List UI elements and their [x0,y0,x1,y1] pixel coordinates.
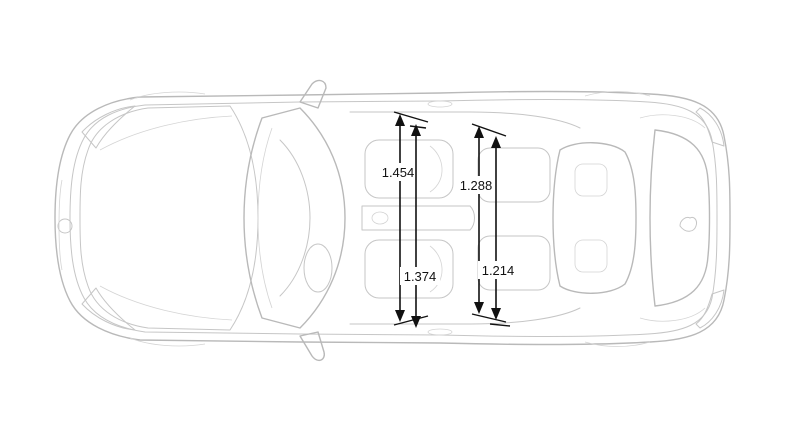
hood-crease-bottom [99,285,233,321]
dimension-label-front-hip: 1.374 [404,269,437,284]
rear-wheel-arch-top [584,91,651,97]
rear-wheel-arch-bottom [584,341,651,347]
arrow-top [395,114,405,126]
dimension-rear-hip: 1.214 [478,136,518,327]
rear-headrest-top [574,163,608,197]
windshield [243,107,346,329]
body-outline [54,90,731,346]
extension-bottom [393,315,429,326]
rear-seat-top [477,147,551,203]
headlight-top [81,105,136,149]
door-handle-top [427,100,453,108]
extension-top [409,125,427,129]
dimension-rear-shoulder: 1.288 [456,123,507,323]
extension-bottom [489,323,511,327]
label-bg [456,176,496,194]
door-handle-bottom [427,328,453,336]
rear-emblem [679,217,697,232]
dimension-lines: 1.454 1.374 1.288 1.21 [378,111,518,328]
front-emblem [57,218,73,234]
front-seat-bottom [364,239,454,299]
hood-crease-top [99,115,233,151]
front-seat-bottom-back [429,245,443,293]
front-wheel-arch-bottom [129,337,206,347]
door-line-top [349,111,581,129]
trunk-lid [649,129,711,307]
car-body [54,79,731,362]
cupholder-1 [371,211,389,225]
arrow-bottom [491,308,501,320]
extension-top [471,123,507,137]
extension-bottom [471,313,507,323]
trunk-crease-bottom [639,307,706,322]
front-seat-top [364,139,454,199]
dimension-front-shoulder: 1.454 [378,111,429,326]
arrow-top [491,136,501,148]
mirror-top [299,79,327,109]
arrow-top [474,126,484,138]
door-line-bottom [349,307,581,325]
rear-cabin [552,142,637,294]
label-bg [400,267,440,285]
headlight-bottom [81,287,136,331]
body-inner-line [69,99,718,337]
arrow-bottom [395,310,405,322]
front-wheel-arch-top [129,91,206,101]
taillight-bottom [695,289,725,329]
dimension-label-front-shoulder: 1.454 [382,165,415,180]
trunk-crease [639,114,706,129]
dimension-front-hip: 1.374 [400,124,440,328]
dimension-label-rear-hip: 1.214 [482,263,515,278]
taillight-top [695,107,725,147]
front-grille [58,179,63,271]
arrow-top [411,124,421,136]
arrow-bottom [411,316,421,328]
front-seat-top-back [429,145,443,193]
mirror-bottom [299,331,326,362]
steering-wheel [303,243,333,293]
label-bg [478,261,518,279]
arrow-bottom [474,302,484,314]
dimension-label-rear-shoulder: 1.288 [460,178,493,193]
center-console [361,205,475,231]
hood-outline [79,105,259,331]
extension-top [393,111,429,123]
dashboard [279,139,311,297]
rear-headrest-bottom [574,239,608,273]
label-bg [378,163,418,181]
windshield-inner [257,127,273,309]
